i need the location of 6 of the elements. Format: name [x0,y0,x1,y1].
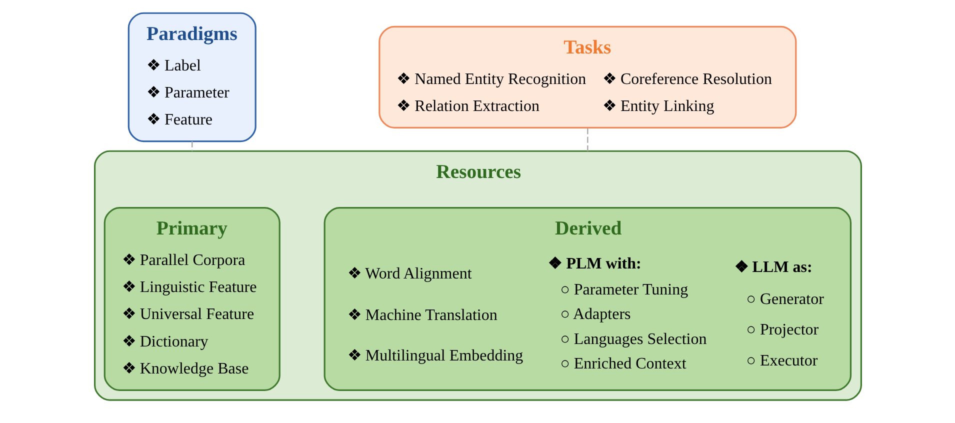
node-box: Paradigms ❖ Label ❖ Parameter ❖ Feature [127,12,256,142]
connector [191,141,192,152]
node-box: Tasks ❖ Named Entity Recognition ❖ Coreference Resolution ❖ Relation Extraction ❖ Entity Linking [378,26,796,128]
node-box: Primary ❖ Parallel Corpora ❖ Linguistic Feature ❖ Universal Feature ❖ Dictionary ❖ Knowledge Base [103,207,280,391]
connector [586,128,588,152]
node-box: Derived ❖ Word Alignment ❖ Machine Translation ❖ Multilingual Embedding ❖ PLM with: ○ Parameter Tuning ○ Adapters ○ Languages Selection ○ Enriched Context ❖ LLM as: ○ Generator ○ Projector ○ Executor [323,207,852,391]
